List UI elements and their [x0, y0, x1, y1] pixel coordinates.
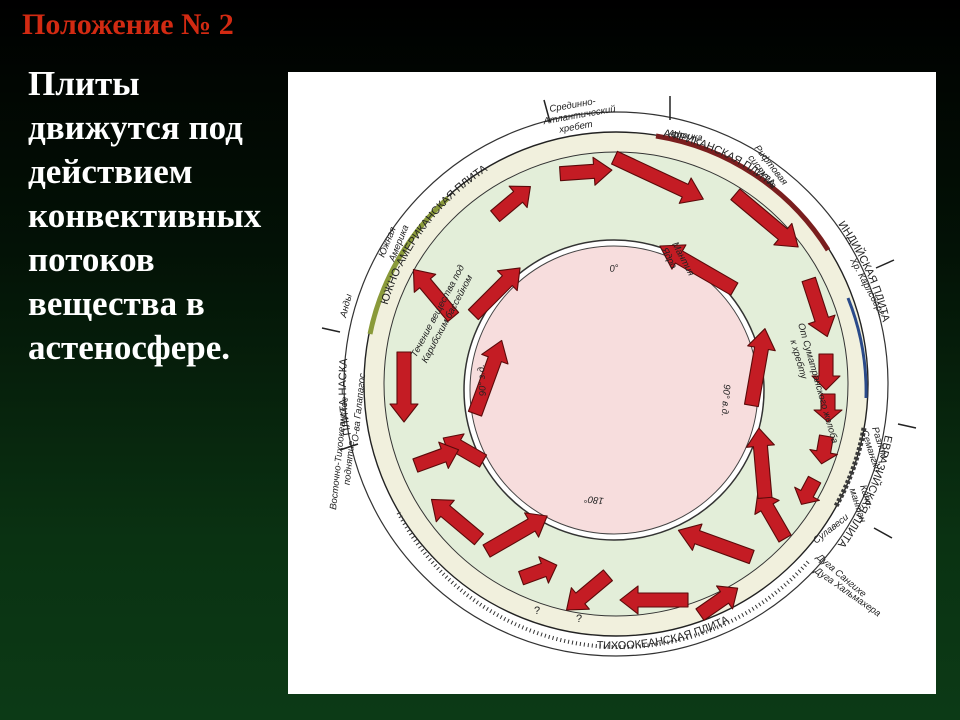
- description-line: вещества в: [28, 284, 205, 323]
- slide-description: Плиты движутся под действием конвективны…: [28, 62, 280, 370]
- convection-arrow: [695, 585, 739, 621]
- slide-title: Положение № 2: [22, 8, 234, 41]
- convection-arrow: [743, 328, 776, 408]
- convection-arrow: [430, 498, 485, 546]
- convection-diagram: АФРИКАНСКАЯ ПЛИТА ЮЖНО-АМЕРИКАНСКАЯ ПЛИТ…: [288, 72, 936, 694]
- question-mark: ?: [534, 605, 540, 617]
- africa-crust-segment: [655, 133, 831, 252]
- convection-arrow: [490, 185, 531, 223]
- convection-arrow: [619, 585, 689, 615]
- convection-arrow: [412, 441, 460, 473]
- description-line: потоков: [28, 240, 155, 279]
- core: [469, 245, 759, 535]
- description-line: действием: [28, 152, 193, 191]
- convection-arrow: [809, 434, 838, 465]
- convection-arrow: [482, 512, 548, 558]
- convection-arrow: [389, 351, 419, 423]
- mid-atlantic-ridge-label: Срединно- Атлантический хребет: [540, 92, 621, 138]
- convection-arrow: [610, 150, 704, 204]
- convection-arrow: [811, 353, 841, 391]
- convection-arrow: [518, 556, 558, 586]
- africa-label: Африка: [667, 128, 704, 144]
- convection-arrow: [801, 276, 836, 338]
- description-line: конвективных: [28, 196, 262, 235]
- description-line: астеносфере.: [28, 328, 231, 367]
- semangko-fault-label: Разлом Семангко: [859, 426, 893, 474]
- degree-90w-label: 90° з.д.: [476, 364, 489, 397]
- degree-90e-label: 90° в.д.: [719, 384, 732, 417]
- convection-arrow: [730, 188, 799, 248]
- convection-arrow: [559, 156, 613, 186]
- question-mark: ?: [576, 613, 582, 625]
- degree-0-label: 0°: [609, 263, 620, 275]
- convection-arrow: [412, 268, 460, 323]
- indian-crust-segment: [846, 297, 868, 399]
- convection-arrow: [745, 427, 775, 500]
- convection-arrow: [659, 244, 739, 296]
- south-america-crust-segment: [367, 196, 450, 335]
- convection-arrow: [677, 523, 755, 565]
- convection-arrow: [566, 569, 613, 611]
- description-line: Плиты: [28, 64, 140, 103]
- convection-arrow: [467, 339, 509, 417]
- description-line: движутся под: [28, 108, 243, 147]
- outer-reference-ring: [343, 111, 889, 657]
- plate-boundary-ticks: [321, 96, 917, 539]
- pacific-crust-hatch: [396, 511, 810, 650]
- convection-arrow: [794, 475, 822, 505]
- convection-arrow: [467, 267, 521, 321]
- convection-arrow: [813, 393, 843, 423]
- eurasian-crust-segment: [833, 427, 867, 508]
- convection-arrows: [389, 150, 843, 621]
- degree-180-label: 180°: [583, 493, 604, 506]
